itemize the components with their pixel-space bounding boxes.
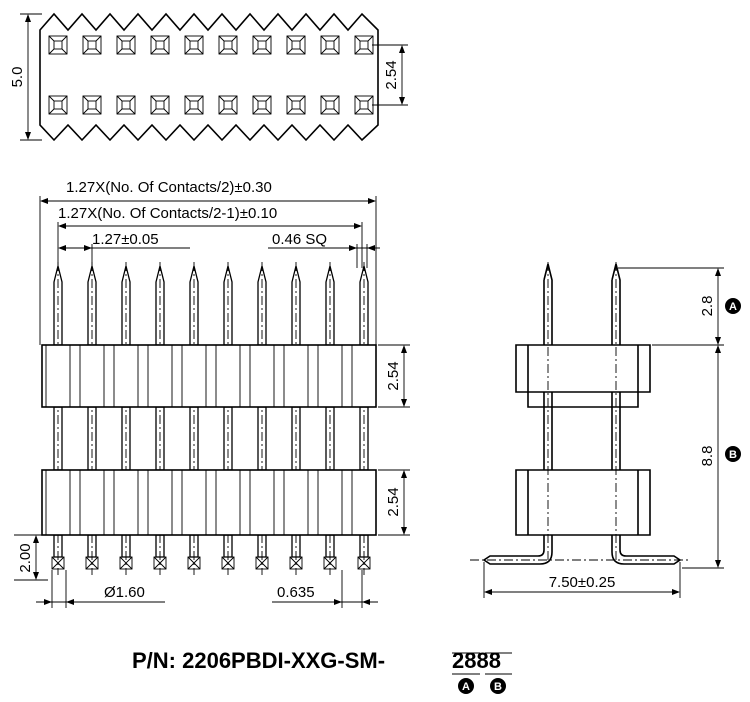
- front-dim-peg-diameter: Ø1.60: [104, 584, 145, 601]
- top-pad: [218, 95, 238, 115]
- part-number: P/N: 2206PBDI-XXG-SM- 2888 A B: [132, 648, 512, 694]
- top-pad: [252, 35, 272, 55]
- side-dim-top: 2.8: [699, 296, 716, 317]
- front-dim-span: 1.27X(No. Of Contacts/2-1)±0.10: [58, 205, 277, 222]
- top-pad: [116, 95, 136, 115]
- top-pad: [320, 35, 340, 55]
- top-pad: [184, 35, 204, 55]
- top-pad: [286, 95, 306, 115]
- front-dim-lower-body: 2.54: [385, 487, 402, 516]
- side-marker-a: A: [729, 301, 737, 313]
- top-pad: [150, 95, 170, 115]
- top-pad: [354, 35, 374, 55]
- front-dim-pitch: 1.27±0.05: [92, 231, 159, 248]
- front-lower-body: [41, 469, 377, 536]
- part-number-marker-b: B: [494, 681, 502, 693]
- front-dim-tail: 2.00: [17, 543, 34, 572]
- top-pad: [150, 35, 170, 55]
- side-lower-body: [515, 469, 651, 536]
- top-pad: [82, 95, 102, 115]
- side-dim-width: 7.50±0.25: [549, 574, 616, 591]
- top-pad: [48, 95, 68, 115]
- front-dim-offset: 0.635: [277, 584, 315, 601]
- part-number-variable: 2888: [452, 648, 501, 673]
- top-dim-pitch: 2.54: [383, 60, 400, 89]
- top-pad: [184, 95, 204, 115]
- front-dim-upper-body: 2.54: [385, 361, 402, 390]
- top-view-outline: [39, 12, 379, 142]
- front-dim-overall: 1.27X(No. Of Contacts/2)±0.30: [66, 179, 272, 196]
- top-view: 5.0 2.54: [9, 12, 408, 142]
- top-pad: [354, 95, 374, 115]
- side-view: 2.8 A 8.8 B 7.50±0.25: [470, 262, 741, 598]
- side-pin-right: [611, 263, 682, 565]
- front-pin: [221, 262, 235, 575]
- side-dim-mid: 8.8: [699, 446, 716, 467]
- top-pad-row-upper: [48, 35, 374, 55]
- side-pin-left: [482, 263, 553, 565]
- top-pad: [218, 35, 238, 55]
- top-pad: [320, 95, 340, 115]
- front-pin: [289, 262, 303, 575]
- top-pad: [48, 35, 68, 55]
- part-number-label: P/N: 2206PBDI-XXG-SM-: [132, 648, 385, 673]
- side-upper-body: [515, 344, 651, 408]
- top-dim-height: 5.0: [9, 67, 26, 88]
- top-pad: [116, 35, 136, 55]
- front-view: 1.27X(No. Of Contacts/2)±0.30 1.27X(No. …: [14, 179, 410, 608]
- side-marker-b: B: [729, 449, 737, 461]
- part-number-marker-a: A: [462, 681, 470, 693]
- top-pad: [286, 35, 306, 55]
- top-pad-row-lower: [48, 95, 374, 115]
- front-upper-body: [41, 344, 377, 408]
- top-pad: [252, 95, 272, 115]
- top-pad: [82, 35, 102, 55]
- front-dim-pin-size: 0.46 SQ: [272, 231, 327, 248]
- front-body-details: [45, 345, 377, 535]
